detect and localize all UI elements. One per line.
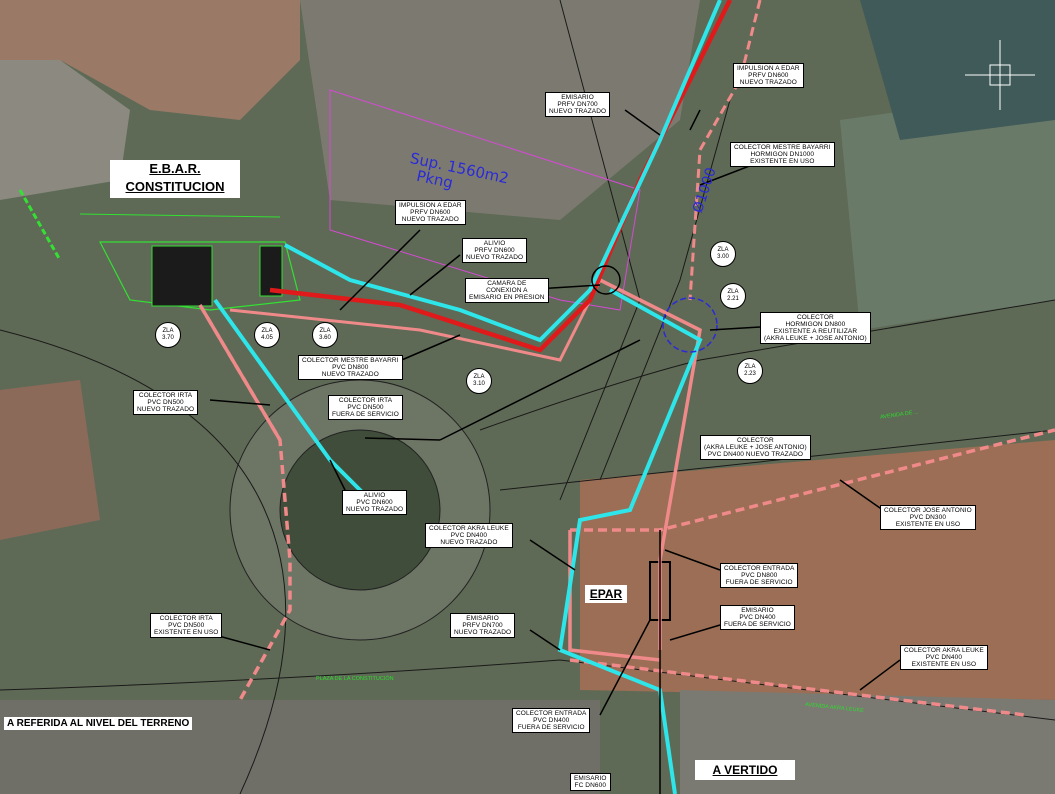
road-south (0, 700, 600, 794)
collector-akra-leuke-existing (569, 658, 1026, 717)
collector-mestre-bayarri-new (229, 279, 602, 362)
epar-title: EPAR (585, 585, 627, 603)
plant-title-line1: E.B.A.R. (149, 161, 201, 176)
building-block-sw (0, 380, 100, 540)
building-block-w (0, 60, 130, 200)
building-block-nw (0, 0, 300, 120)
vertido-title: A VERTIDO (695, 760, 795, 780)
parking-outline (329, 89, 641, 311)
plant-title: E.B.A.R. CONSTITUCION (110, 160, 240, 198)
park-area-e (840, 90, 1055, 330)
collector-mestre-bayarri-existing (688, 0, 762, 301)
pumping-station-building (151, 245, 213, 307)
footer-note: A REFERIDA AL NIVEL DEL TERRENO (4, 717, 193, 730)
street-name-plaza: PLAZA DE LA CONSTITUCIÓN (316, 676, 394, 682)
collector-irta-new (198, 304, 282, 441)
connection-chamber (591, 265, 621, 295)
pond-area (860, 0, 1055, 140)
crosshair-icon (965, 40, 1035, 110)
label-akra-jose-new: COLECTOR(AKRA LEUKE + JOSE ANTONIO)PVC D… (700, 435, 811, 460)
plant-title-line2: CONSTITUCION (125, 179, 225, 194)
parking-area (300, 0, 700, 220)
plant-outline (99, 241, 301, 311)
emisario-line (284, 0, 722, 343)
junction-circle (662, 297, 718, 353)
